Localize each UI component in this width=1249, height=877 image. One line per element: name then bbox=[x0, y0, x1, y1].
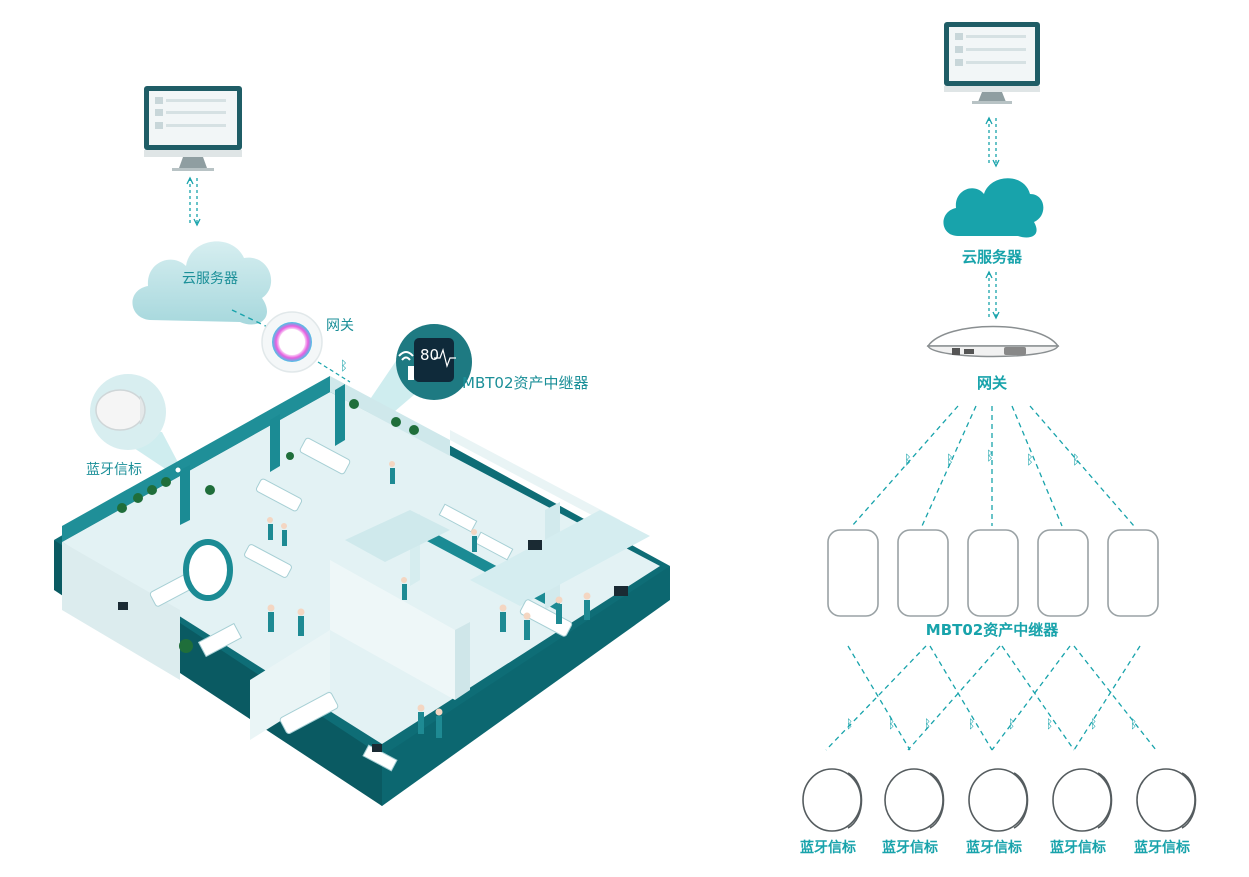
svg-text:ᛒ: ᛒ bbox=[968, 717, 975, 731]
repeater-device-icon bbox=[1107, 529, 1159, 617]
beacon-row bbox=[802, 768, 1197, 832]
beacon-device-icon bbox=[1136, 768, 1197, 832]
beacon-label: 蓝牙信标 bbox=[800, 839, 856, 856]
beacon-device-icon bbox=[884, 768, 945, 832]
right-cloud-label: 云服务器 bbox=[962, 248, 1023, 266]
left-repeater-label: MBT02资产中继器 bbox=[462, 374, 588, 392]
hospital-floor-plan bbox=[54, 376, 670, 806]
right-repeater-label: MBT02资产中继器 bbox=[926, 621, 1059, 639]
svg-text:ᛒ: ᛒ bbox=[1090, 717, 1097, 731]
svg-text:ᛒ: ᛒ bbox=[946, 453, 954, 468]
svg-text:ᛒ: ᛒ bbox=[924, 717, 931, 731]
wifi-icon bbox=[398, 351, 414, 361]
gateway-link bbox=[317, 361, 351, 383]
svg-text:ᛒ: ᛒ bbox=[1130, 717, 1137, 731]
svg-text:ᛒ: ᛒ bbox=[888, 717, 895, 731]
bluetooth-icon: ᛒ ᛒ ᛒ ᛒ ᛒ bbox=[904, 449, 1080, 468]
left-cloud-label: 云服务器 bbox=[182, 271, 238, 287]
cloud-server-icon bbox=[943, 178, 1044, 238]
data-sync-arrows bbox=[186, 176, 201, 227]
beacon-label: 蓝牙信标 bbox=[1050, 839, 1106, 856]
repeater-row bbox=[827, 529, 1159, 617]
right-gateway-label: 网关 bbox=[977, 374, 1007, 392]
svg-text:ᛒ: ᛒ bbox=[1026, 453, 1034, 468]
repeater-beacon-links bbox=[825, 645, 1157, 751]
data-sync-arrows bbox=[985, 116, 1000, 168]
data-sync-arrows bbox=[985, 270, 1000, 320]
gateway-device-icon bbox=[926, 325, 1060, 358]
beacon-device-icon bbox=[968, 768, 1029, 832]
beacon-device-icon bbox=[1052, 768, 1113, 832]
svg-text:ᛒ: ᛒ bbox=[904, 453, 912, 468]
bluetooth-icon: ᛒ bbox=[340, 359, 348, 374]
left-gateway-label: 网关 bbox=[326, 318, 354, 334]
computer-monitor-icon bbox=[144, 86, 242, 171]
monitor-reading: 80 bbox=[420, 346, 439, 364]
svg-text:ᛒ: ᛒ bbox=[846, 717, 853, 731]
left-scene: 云服务器 网关 ᛒ 80 MBT02资产中继器 bbox=[54, 86, 670, 806]
right-diagram: 云服务器 网关 ᛒ ᛒ ᛒ ᛒ bbox=[800, 22, 1197, 856]
cloud-server-icon bbox=[132, 241, 272, 325]
bluetooth-icon: ᛒ ᛒ ᛒ ᛒ ᛒ ᛒ ᛒ ᛒ bbox=[846, 717, 1137, 731]
beacon-label: 蓝牙信标 bbox=[966, 839, 1022, 856]
computer-monitor-icon bbox=[944, 22, 1040, 104]
repeater-device-icon bbox=[1037, 529, 1089, 617]
svg-text:ᛒ: ᛒ bbox=[1008, 717, 1015, 731]
beacon-callout bbox=[90, 374, 182, 472]
beacon-label: 蓝牙信标 bbox=[1134, 839, 1190, 856]
beacon-label: 蓝牙信标 bbox=[882, 839, 938, 856]
svg-text:ᛒ: ᛒ bbox=[986, 449, 994, 464]
svg-text:ᛒ: ᛒ bbox=[1072, 453, 1080, 468]
gateway-repeater-links bbox=[851, 405, 1135, 527]
gateway-device-icon bbox=[261, 311, 323, 373]
svg-text:ᛒ: ᛒ bbox=[1046, 717, 1053, 731]
repeater-device-icon bbox=[897, 529, 949, 617]
left-beacon-label: 蓝牙信标 bbox=[86, 462, 142, 478]
beacon-device-icon bbox=[802, 768, 863, 832]
repeater-device-icon bbox=[827, 529, 879, 617]
repeater-device-icon bbox=[967, 529, 1019, 617]
